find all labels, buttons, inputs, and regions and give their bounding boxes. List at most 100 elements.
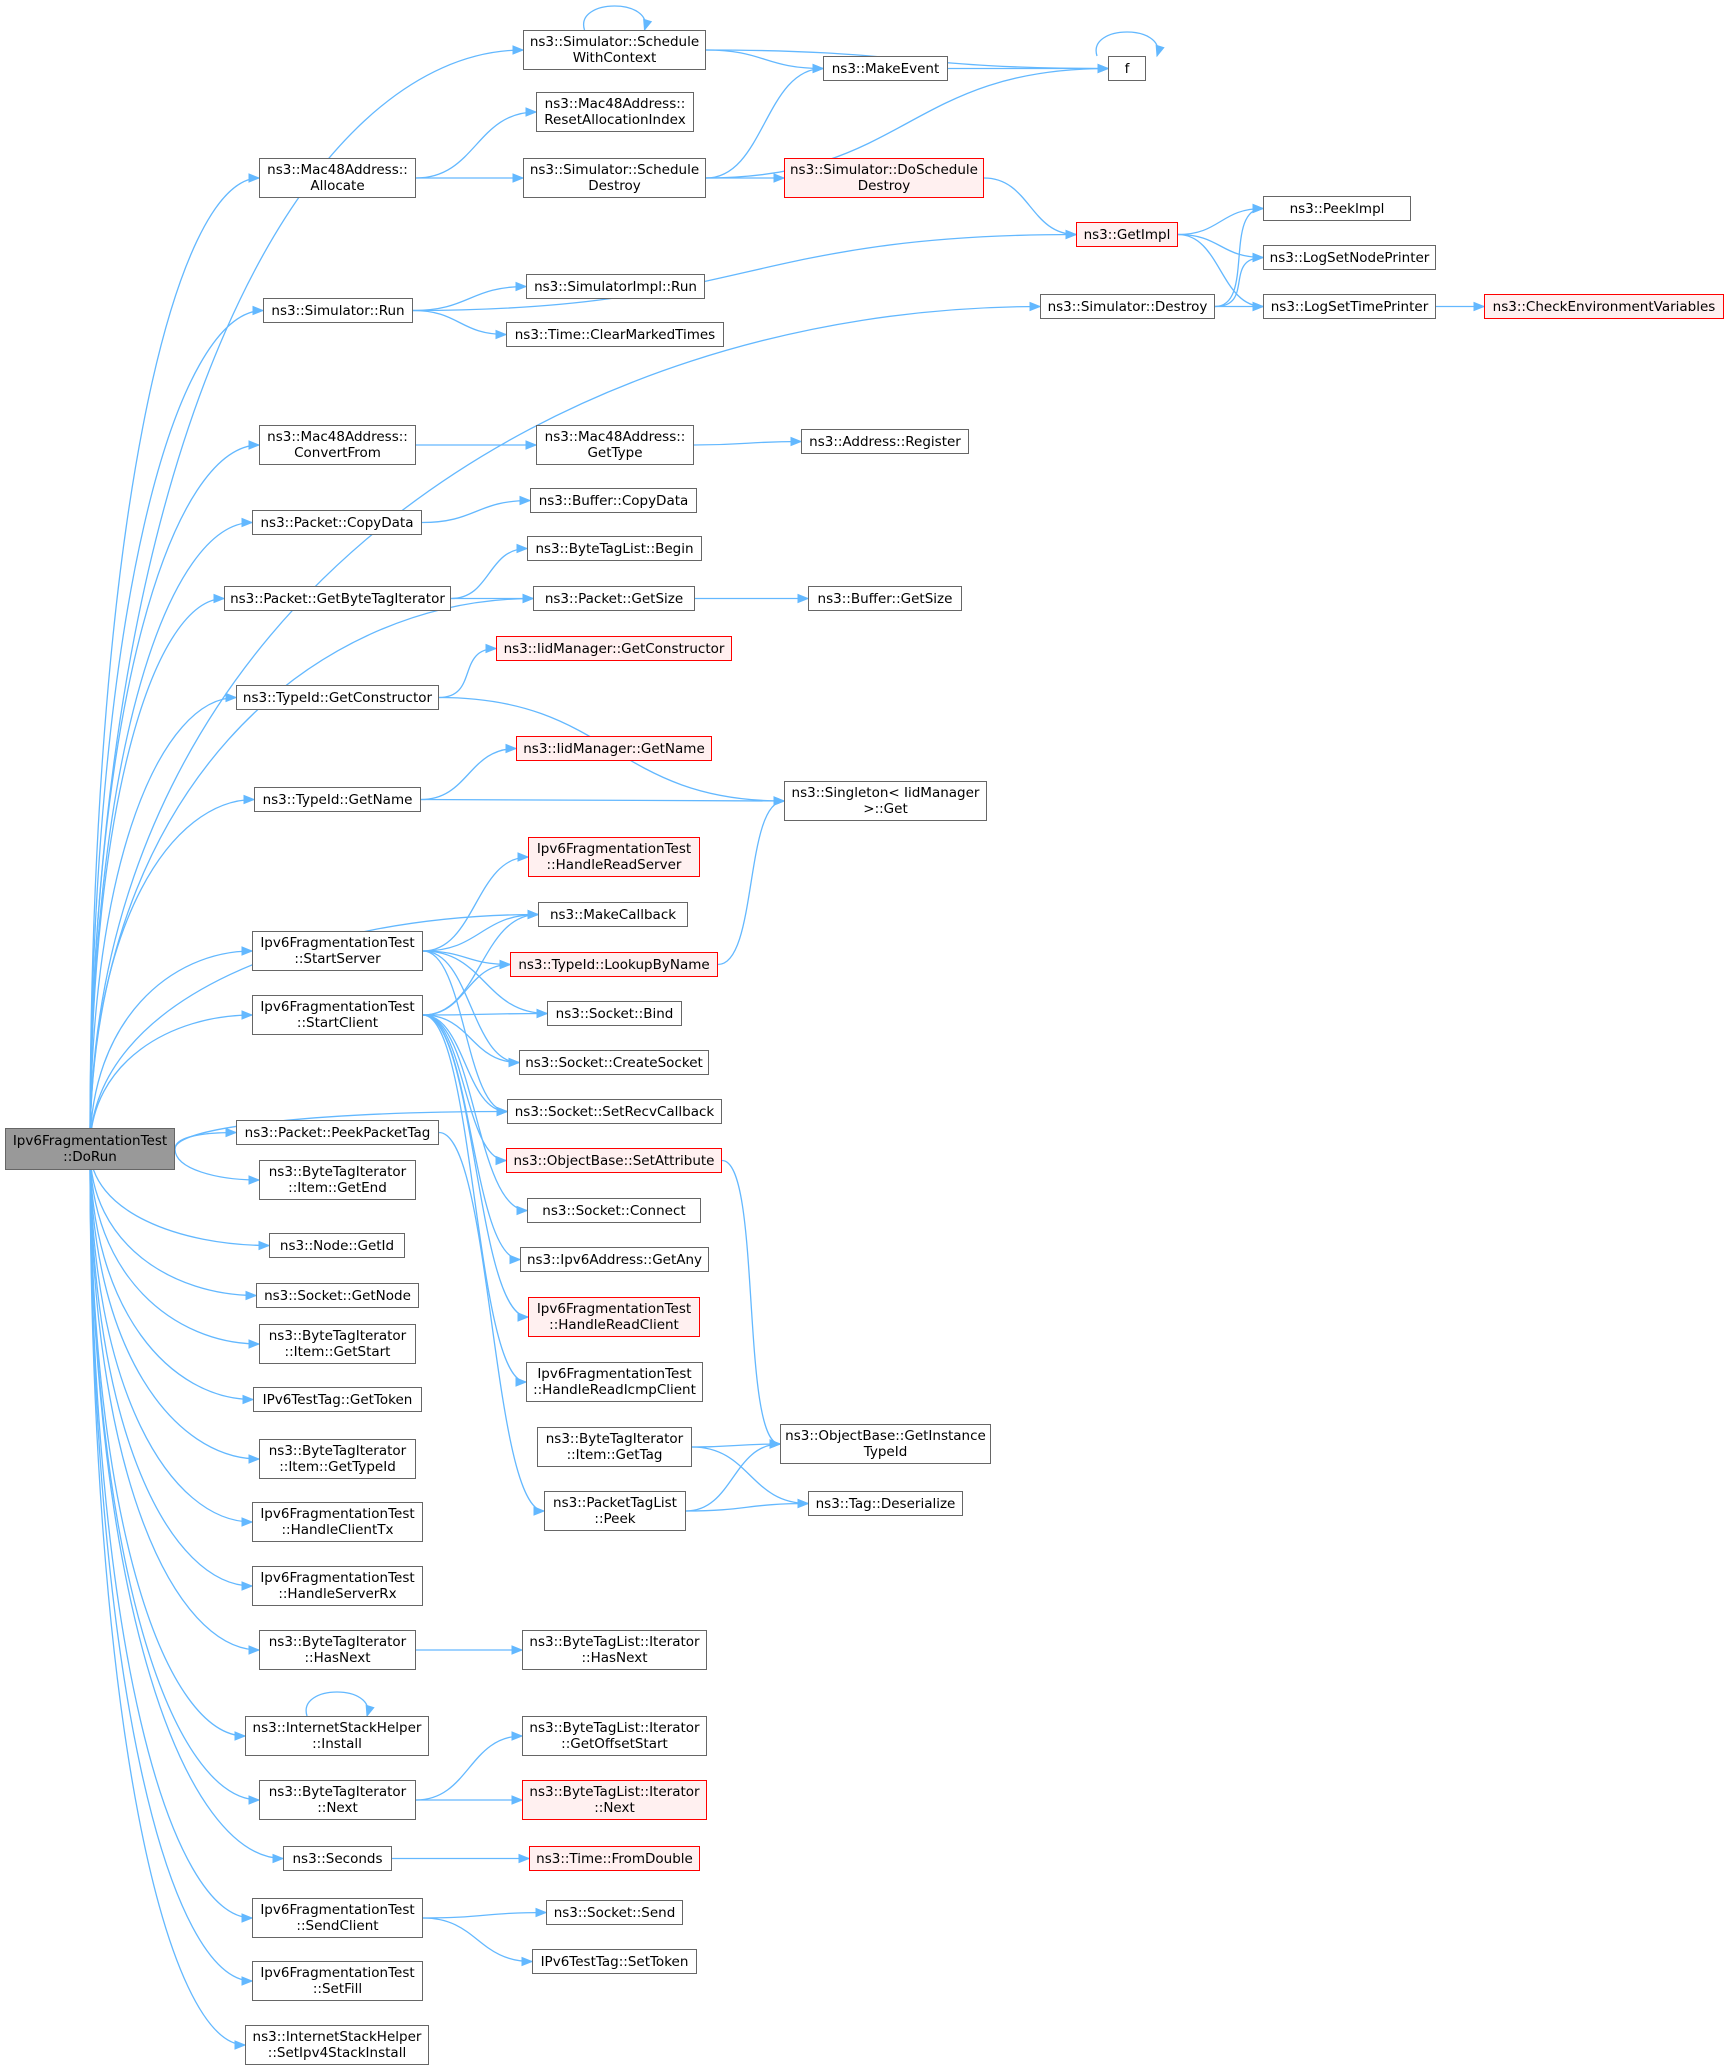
node-type-id-get-constructor[interactable]: ns3::TypeId::GetConstructor <box>236 685 439 710</box>
node-label-line: ::Item::GetEnd <box>288 1180 387 1196</box>
node-install[interactable]: ns3::InternetStackHelper::Install <box>245 1716 429 1756</box>
node-handle-client-tx[interactable]: Ipv6FragmentationTest::HandleClientTx <box>252 1502 423 1542</box>
node-label-line: ns3::Ipv6Address::GetAny <box>526 1251 703 1268</box>
node-tag-deserialize[interactable]: ns3::Tag::Deserialize <box>808 1491 963 1516</box>
node-clear-marked-times[interactable]: ns3::Time::ClearMarkedTimes <box>506 322 724 347</box>
edge-schedule-destroy-to-f <box>705 67 1109 179</box>
node-item-get-type-id[interactable]: ns3::ByteTagIterator::Item::GetTypeId <box>259 1439 416 1479</box>
edge-start-client-to-handle-read-icmp-client-arrowhead <box>515 1377 528 1387</box>
node-btl-iter-next[interactable]: ns3::ByteTagList::Iterator::Next <box>522 1780 707 1820</box>
edge-do-run-to-get-token-arrowhead <box>242 1394 255 1405</box>
node-label-line: ns3::ObjectBase::GetInstance <box>785 1428 986 1444</box>
node-label-line: ::HandleReadClient <box>549 1317 679 1333</box>
node-label-line: ns3::ObjectBase::SetAttribute <box>513 1152 715 1169</box>
node-label-line: ns3::Simulator::DoSchedule <box>790 162 978 178</box>
edge-lookup-by-name-to-singleton-get <box>717 800 785 966</box>
node-label-line: ::HandleReadIcmpClient <box>533 1382 696 1398</box>
node-label-line: Ipv6FragmentationTest <box>260 1570 415 1586</box>
edge-convert-from-to-mac-get-type-arrowhead <box>525 440 538 450</box>
node-singleton-get[interactable]: ns3::Singleton< IidManager>::Get <box>784 781 987 821</box>
node-item-get-start[interactable]: ns3::ByteTagIterator::Item::GetStart <box>259 1324 416 1364</box>
edge-schedule-with-context-to-schedule-with-context <box>583 5 646 31</box>
node-label-line: ns3::Simulator::Schedule <box>529 162 700 178</box>
node-set-token[interactable]: IPv6TestTag::SetToken <box>532 1949 697 1974</box>
node-item-get-tag[interactable]: ns3::ByteTagIterator::Item::GetTag <box>537 1427 692 1467</box>
edge-do-run-to-node-get-id-arrowhead <box>258 1240 271 1251</box>
node-addr-register[interactable]: ns3::Address::Register <box>801 429 969 454</box>
node-label-line: ns3::Packet::GetSize <box>544 590 684 607</box>
edge-sim-run-to-sim-impl-run-arrowhead <box>515 281 528 292</box>
node-socket-get-node[interactable]: ns3::Socket::GetNode <box>256 1283 419 1308</box>
node-set-attribute[interactable]: ns3::ObjectBase::SetAttribute <box>506 1148 722 1173</box>
node-get-byte-tag-iterator[interactable]: ns3::Packet::GetByteTagIterator <box>224 586 451 611</box>
node-buf-copy-data[interactable]: ns3::Buffer::CopyData <box>530 488 697 513</box>
edge-sim-destroy-to-peek-impl-arrowhead <box>1252 203 1265 214</box>
node-bti-next[interactable]: ns3::ByteTagIterator::Next <box>259 1780 416 1820</box>
edge-type-id-get-constructor-to-iid-get-constructor-arrowhead <box>485 643 498 654</box>
node-label-line: ns3::GetImpl <box>1083 226 1171 243</box>
node-get-offset-start[interactable]: ns3::ByteTagList::Iterator::GetOffsetSta… <box>522 1716 707 1756</box>
node-get-any[interactable]: ns3::Ipv6Address::GetAny <box>520 1247 709 1272</box>
node-ptl-peek[interactable]: ns3::PacketTagList::Peek <box>544 1491 686 1531</box>
node-bti-has-next[interactable]: ns3::ByteTagIterator::HasNext <box>259 1630 416 1670</box>
node-start-client[interactable]: Ipv6FragmentationTest::StartClient <box>252 995 423 1035</box>
node-label-line: ns3::Socket::Bind <box>555 1005 674 1022</box>
edge-type-id-get-name-to-iid-get-name <box>420 747 517 801</box>
node-create-socket[interactable]: ns3::Socket::CreateSocket <box>519 1050 709 1075</box>
node-node-get-id[interactable]: ns3::Node::GetId <box>269 1233 405 1258</box>
node-seconds[interactable]: ns3::Seconds <box>283 1846 392 1871</box>
node-f[interactable]: f <box>1108 56 1146 81</box>
node-buf-get-size[interactable]: ns3::Buffer::GetSize <box>808 586 962 611</box>
node-btl-iter-has-next[interactable]: ns3::ByteTagList::Iterator::HasNext <box>522 1630 707 1670</box>
node-allocate[interactable]: ns3::Mac48Address::Allocate <box>259 158 416 198</box>
node-label-line: ns3::IidManager::GetConstructor <box>503 640 725 657</box>
node-start-server[interactable]: Ipv6FragmentationTest::StartServer <box>252 931 423 971</box>
node-pkt-get-size[interactable]: ns3::Packet::GetSize <box>533 586 695 611</box>
node-label-line: ns3::ByteTagList::Iterator <box>529 1784 700 1800</box>
node-btl-begin[interactable]: ns3::ByteTagList::Begin <box>527 536 702 561</box>
node-set-ipv4-stack-install[interactable]: ns3::InternetStackHelper::SetIpv4StackIn… <box>245 2025 429 2065</box>
node-iid-get-name[interactable]: ns3::IidManager::GetName <box>516 736 712 761</box>
edge-do-run-to-bti-has-next-arrowhead <box>248 1645 261 1655</box>
node-sim-run[interactable]: ns3::Simulator::Run <box>263 298 413 323</box>
node-log-set-node-printer[interactable]: ns3::LogSetNodePrinter <box>1263 245 1436 270</box>
node-get-impl[interactable]: ns3::GetImpl <box>1076 222 1178 247</box>
node-from-double[interactable]: ns3::Time::FromDouble <box>529 1846 700 1871</box>
node-pkt-copy-data[interactable]: ns3::Packet::CopyData <box>252 510 422 535</box>
node-item-get-end[interactable]: ns3::ByteTagIterator::Item::GetEnd <box>259 1160 416 1200</box>
node-make-event[interactable]: ns3::MakeEvent <box>823 56 948 81</box>
node-set-recv-callback[interactable]: ns3::Socket::SetRecvCallback <box>507 1099 722 1124</box>
node-make-callback[interactable]: ns3::MakeCallback <box>538 902 688 927</box>
node-log-set-time-printer[interactable]: ns3::LogSetTimePrinter <box>1263 294 1436 319</box>
node-lookup-by-name[interactable]: ns3::TypeId::LookupByName <box>510 952 718 977</box>
node-label-line: ns3::Socket::GetNode <box>264 1287 411 1304</box>
node-sim-impl-run[interactable]: ns3::SimulatorImpl::Run <box>526 274 705 299</box>
node-peek-packet-tag[interactable]: ns3::Packet::PeekPacketTag <box>236 1120 439 1145</box>
edge-do-run-to-bti-next <box>89 1148 260 1801</box>
edge-allocate-to-reset-allocation-index-arrowhead <box>525 107 538 117</box>
node-handle-read-server[interactable]: Ipv6FragmentationTest::HandleReadServer <box>528 837 700 877</box>
node-socket-connect[interactable]: ns3::Socket::Connect <box>527 1198 701 1223</box>
node-type-id-get-name[interactable]: ns3::TypeId::GetName <box>254 787 421 812</box>
node-label-line: ::Next <box>317 1800 358 1816</box>
node-set-fill[interactable]: Ipv6FragmentationTest::SetFill <box>252 1961 423 2001</box>
node-handle-read-client[interactable]: Ipv6FragmentationTest::HandleReadClient <box>528 1297 700 1337</box>
node-handle-server-rx[interactable]: Ipv6FragmentationTest::HandleServerRx <box>252 1566 423 1606</box>
edge-start-server-to-handle-read-server-arrowhead <box>517 852 530 862</box>
node-mac-get-type[interactable]: ns3::Mac48Address::GetType <box>536 425 694 465</box>
node-reset-allocation-index[interactable]: ns3::Mac48Address::ResetAllocationIndex <box>536 92 694 132</box>
node-send-client[interactable]: Ipv6FragmentationTest::SendClient <box>252 1898 423 1938</box>
node-check-environment-variables[interactable]: ns3::CheckEnvironmentVariables <box>1484 294 1724 319</box>
node-handle-read-icmp-client[interactable]: Ipv6FragmentationTest::HandleReadIcmpCli… <box>526 1362 703 1402</box>
node-iid-get-constructor[interactable]: ns3::IidManager::GetConstructor <box>496 636 732 661</box>
node-get-token[interactable]: IPv6TestTag::GetToken <box>253 1387 422 1412</box>
node-peek-impl[interactable]: ns3::PeekImpl <box>1263 196 1411 221</box>
node-convert-from[interactable]: ns3::Mac48Address::ConvertFrom <box>259 425 416 465</box>
node-socket-send[interactable]: ns3::Socket::Send <box>546 1900 683 1925</box>
node-sim-destroy[interactable]: ns3::Simulator::Destroy <box>1040 294 1215 319</box>
node-socket-bind[interactable]: ns3::Socket::Bind <box>547 1001 682 1026</box>
